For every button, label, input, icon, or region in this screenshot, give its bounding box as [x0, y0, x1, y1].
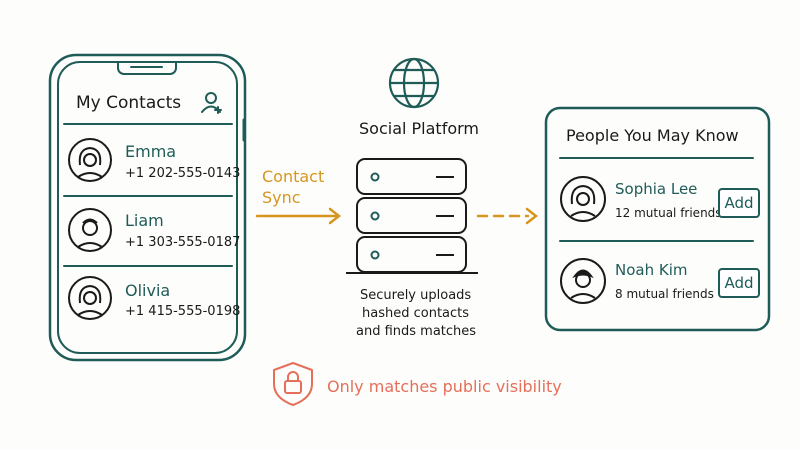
add-button[interactable]: Add — [718, 268, 760, 298]
contact-name: Emma — [125, 142, 177, 161]
sync-arrow — [255, 207, 342, 225]
woman-avatar-icon — [560, 176, 606, 222]
server-status-lights — [370, 172, 380, 260]
platform-title: Social Platform — [359, 119, 479, 138]
platform-desc-line1: Securely uploads — [360, 288, 472, 303]
contact-name: Olivia — [125, 281, 171, 300]
contact-phone: +1 303-555-0187 — [125, 235, 241, 250]
phone-frame — [48, 53, 247, 362]
contact-phone: +1 202-555-0143 — [125, 166, 241, 181]
man-dark-hair-avatar-icon — [560, 258, 606, 304]
contact-name: Liam — [125, 211, 164, 230]
globe-icon — [388, 57, 440, 109]
man-avatar-icon — [68, 208, 112, 252]
sync-label-line2: Sync — [262, 188, 301, 207]
shield-lock-icon — [273, 362, 313, 406]
suggestion-name: Noah Kim — [615, 261, 688, 279]
match-arrow — [476, 207, 539, 225]
add-user-icon[interactable] — [201, 92, 222, 114]
phone-title: My Contacts — [76, 93, 182, 113]
privacy-note: Only matches public visibility — [327, 377, 562, 396]
contact-phone: +1 415-555-0198 — [125, 304, 241, 319]
suggestion-name: Sophia Lee — [615, 180, 698, 198]
woman-avatar-icon — [68, 138, 112, 182]
suggestions-panel-frame — [544, 106, 771, 332]
suggestion-mutual: 12 mutual friends — [615, 206, 722, 220]
server-stack-icon — [346, 158, 478, 274]
suggestion-mutual: 8 mutual friends — [615, 287, 714, 301]
suggestions-title: People You May Know — [566, 126, 739, 145]
sync-label-line1: Contact — [262, 167, 325, 186]
platform-desc-line2: hashed contacts — [362, 306, 470, 321]
woman-avatar-icon — [68, 276, 112, 320]
platform-desc-line3: and finds matches — [356, 324, 477, 339]
add-button[interactable]: Add — [718, 188, 760, 218]
